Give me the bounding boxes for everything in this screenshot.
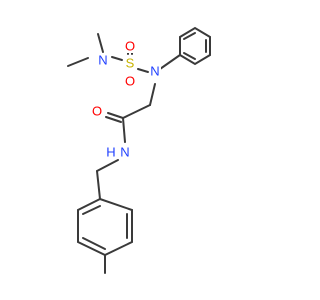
bond-ch2-ar bbox=[96, 170, 101, 200]
atom-n-amide: N bbox=[120, 145, 129, 160]
bond-co-n bbox=[122, 117, 126, 143]
bond-co-o-b bbox=[105, 116, 122, 123]
phenyl-ring bbox=[179, 26, 211, 66]
bond-s-naryl bbox=[137, 68, 149, 73]
atom-s-sulfonyl: S bbox=[126, 56, 135, 71]
tolyl-ring bbox=[77, 197, 133, 257]
atom-o-carbonyl: O bbox=[92, 104, 102, 119]
atom-o-sulfonyl-top: O bbox=[125, 39, 135, 54]
phenyl-inner-c bbox=[183, 52, 196, 60]
bond-co-o-a bbox=[107, 112, 124, 119]
tolyl-inner-b bbox=[82, 237, 106, 250]
bond-naryl-ph bbox=[159, 54, 181, 70]
bond-n-s bbox=[111, 56, 123, 61]
tolyl-inner-a bbox=[82, 205, 101, 215]
bond-nme-left bbox=[67, 57, 89, 67]
atom-h-amide: H bbox=[106, 145, 115, 160]
bond-layer bbox=[67, 26, 211, 274]
atom-n-aryl: N bbox=[150, 64, 159, 79]
bond-ch2-co bbox=[122, 104, 151, 119]
phenyl-inner-a bbox=[183, 32, 196, 40]
bond-nme-top bbox=[97, 33, 104, 53]
molecule-structure: N S O O N O N H bbox=[67, 26, 211, 274]
bond-n-ch2 bbox=[96, 159, 119, 172]
atom-o-sulfonyl-bottom: O bbox=[125, 74, 135, 89]
atom-label-layer: N S O O N O N H bbox=[91, 39, 161, 160]
atom-n-dimethyl: N bbox=[98, 53, 107, 68]
bond-naryl-ch2 bbox=[149, 83, 156, 106]
